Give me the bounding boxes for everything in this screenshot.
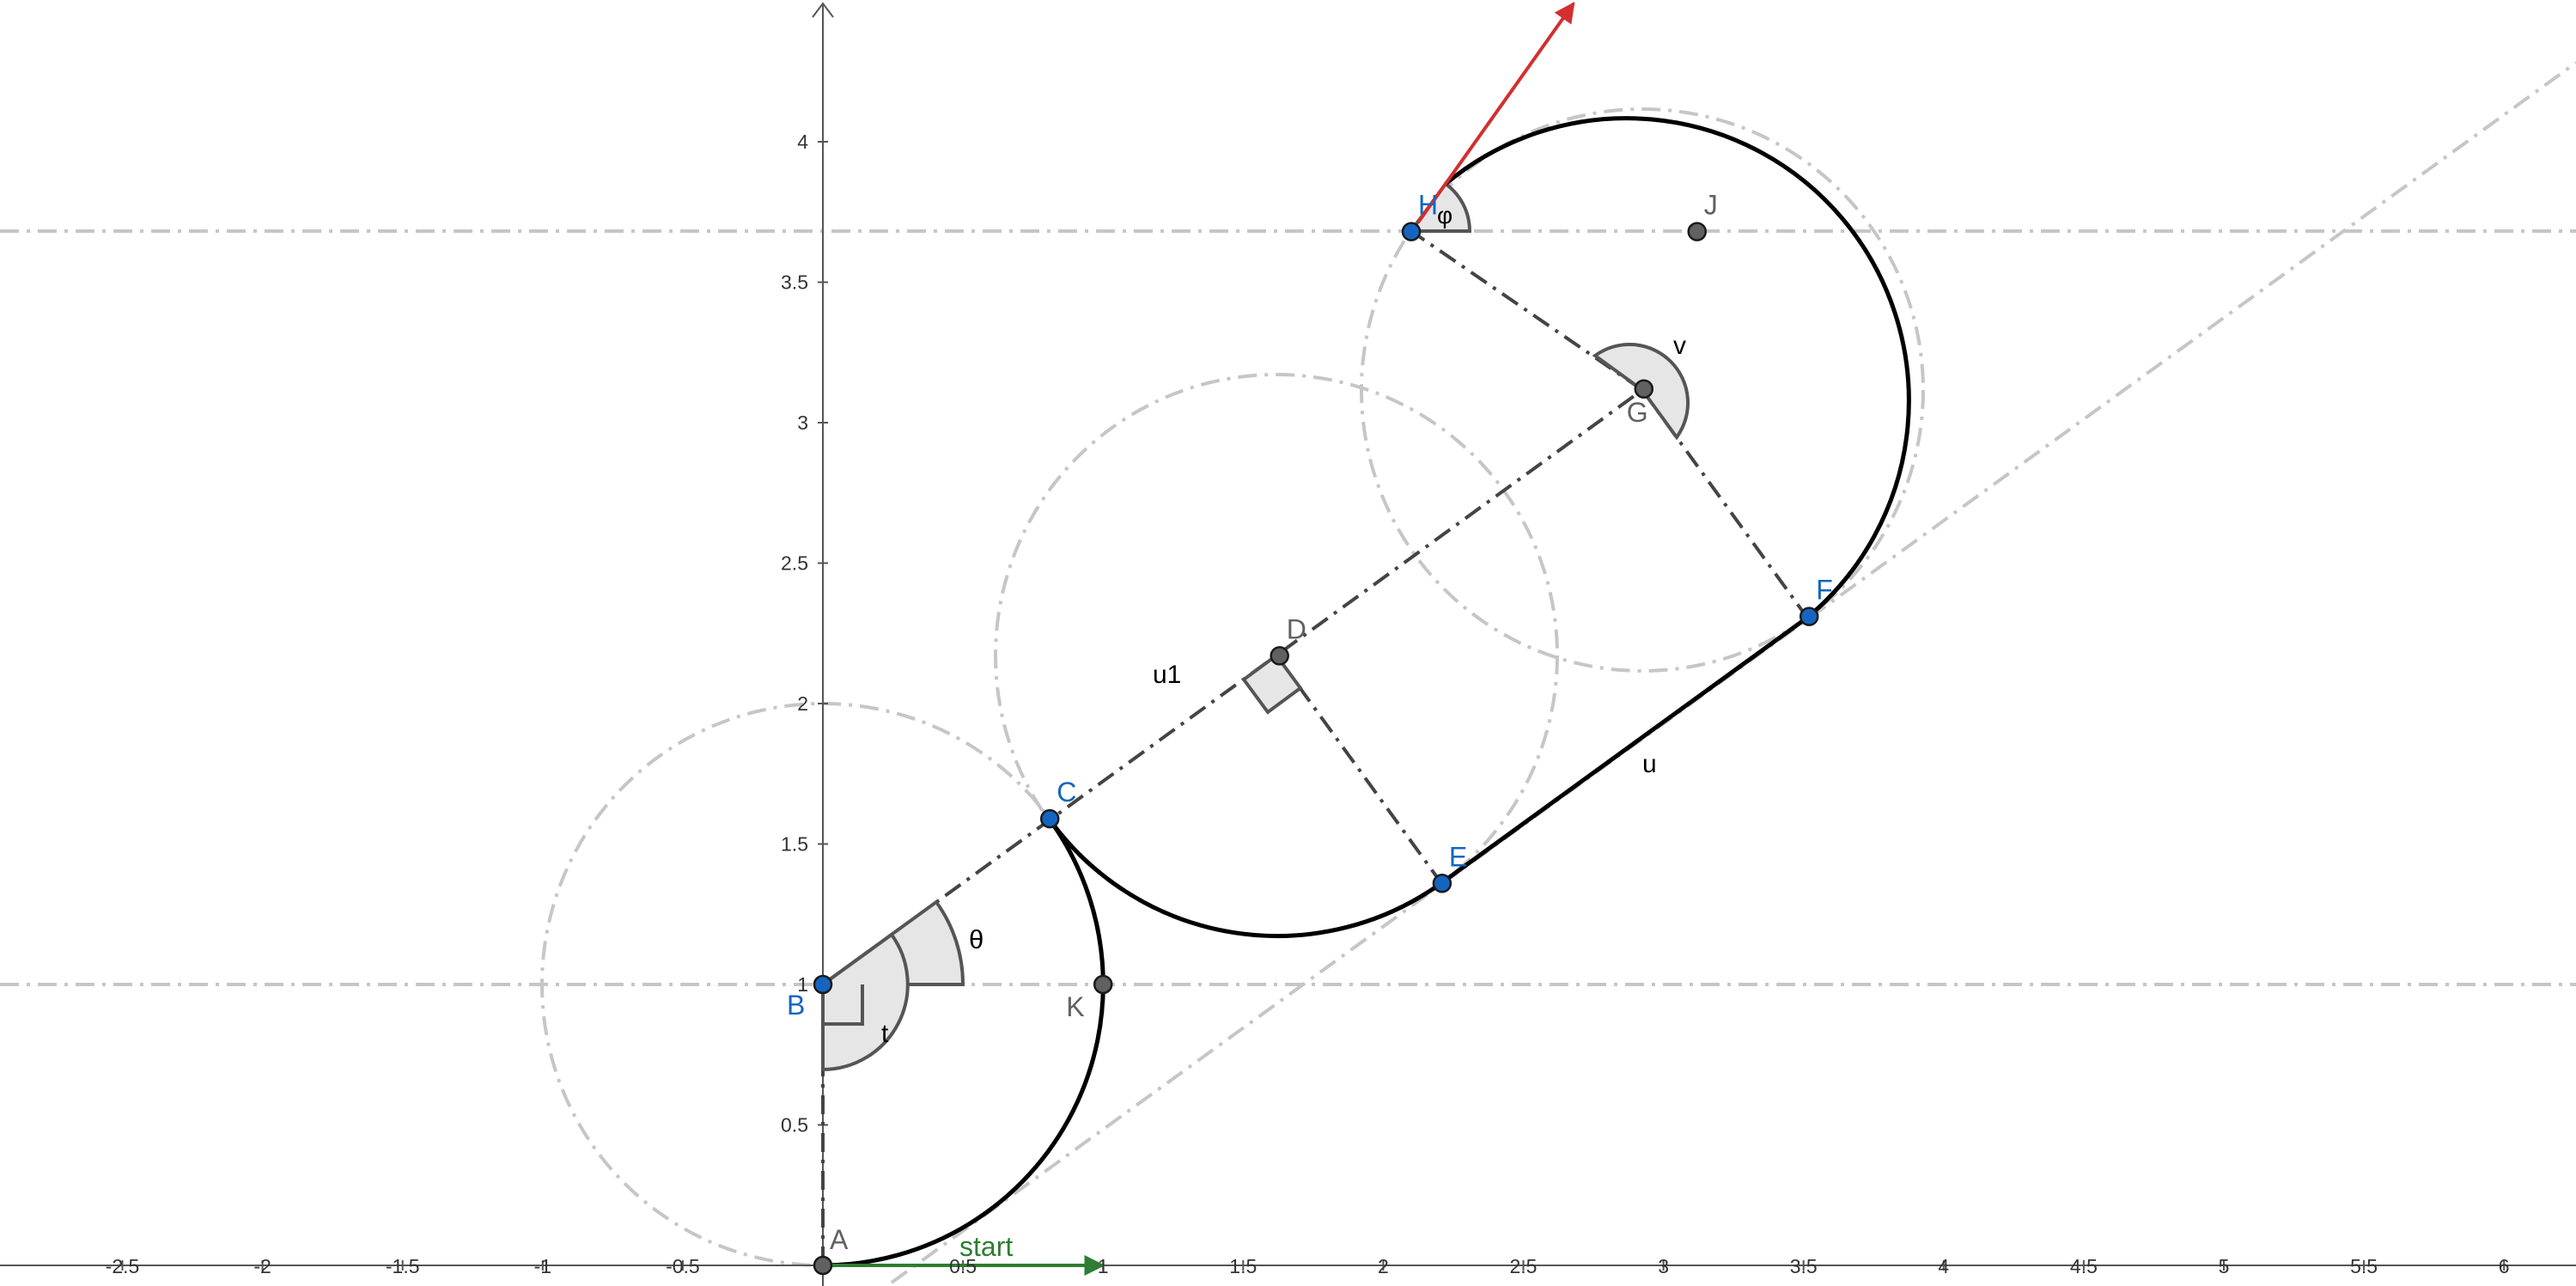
y-tick-label: 4 [797, 131, 808, 153]
label-phi: φ [1437, 202, 1452, 229]
tangent-extension-line [890, 61, 2576, 1284]
point-label-d: D [1287, 613, 1306, 644]
circle-around-d [994, 373, 1559, 938]
point-e[interactable] [1432, 874, 1452, 893]
y-tick-label: 2 [797, 692, 808, 715]
x-tick-label: -0.5 [666, 1255, 700, 1277]
label-u1: u1 [1153, 661, 1181, 689]
label-theta: θ [969, 924, 984, 954]
point-j[interactable] [1687, 222, 1707, 241]
x-tick-label: 6 [2499, 1255, 2510, 1277]
y-tick-label: 3.5 [781, 271, 808, 294]
label-t: t [881, 1020, 889, 1048]
angle-t [821, 932, 910, 1072]
point-label-c: C [1057, 777, 1076, 808]
point-f[interactable] [1799, 606, 1819, 626]
right-angle-b [823, 984, 864, 1026]
point-c[interactable] [1039, 808, 1060, 829]
right-angle-d [1241, 653, 1303, 715]
y-tick-label: 2.5 [781, 552, 808, 575]
point-k[interactable] [1093, 974, 1113, 995]
y-tick-label: 0.5 [781, 1114, 808, 1137]
point-label-f: F [1816, 575, 1833, 606]
label-v: v [1673, 332, 1686, 360]
point-label-b: B [787, 990, 805, 1021]
point-label-j: J [1704, 190, 1718, 221]
points-layer: A B C D E F G H J K [787, 190, 1833, 1276]
point-label-e: E [1449, 841, 1467, 872]
path-curve [822, 116, 1911, 1268]
y-tick-label: 3 [797, 411, 808, 434]
angle-markers [817, 181, 1690, 1072]
annotation-labels: θ t u1 u v φ start [881, 202, 1686, 1262]
x-tick-label: 0.5 [949, 1255, 977, 1277]
x-tick-label: -1 [534, 1255, 551, 1277]
y-tick-label: 1 [797, 973, 808, 996]
x-tick-label: 4.5 [2070, 1255, 2098, 1277]
y-axis-arrow [812, 2, 834, 18]
x-tick-label: -1.5 [386, 1255, 420, 1277]
x-tick-label: -2.5 [106, 1255, 140, 1277]
segment-d-e [1275, 654, 1443, 885]
tick-labels: -2.5 -2 -1.5 -1 -0.5 0.5 1 1.5 2 2.5 3 3.5 4 4.5 5 5.5 6… [106, 131, 2510, 1277]
x-tick-label: 2 [1378, 1255, 1389, 1277]
arc-a-to-c [822, 818, 1105, 1268]
arc-f-to-h [1444, 116, 1911, 619]
x-tick-label: 3.5 [1790, 1255, 1818, 1277]
arc-c-to-e [1047, 818, 1443, 939]
direction-vector [1435, 2, 1575, 198]
x-tick-label: 3 [1658, 1255, 1669, 1277]
y-tick-label: 1.5 [781, 833, 808, 856]
point-label-a: A [830, 1224, 849, 1255]
direction-vector-stub [1416, 194, 1439, 224]
vectors [823, 2, 1575, 1276]
point-a[interactable] [813, 1255, 833, 1276]
point-b[interactable] [813, 974, 833, 995]
x-tick-label: 1 [1098, 1255, 1109, 1277]
point-h[interactable] [1401, 222, 1422, 241]
point-label-g: G [1627, 397, 1648, 428]
x-tick-label: 5.5 [2350, 1255, 2378, 1277]
x-tick-label: 2.5 [1510, 1255, 1538, 1277]
x-tick-label: 5 [2219, 1255, 2230, 1277]
point-label-k: K [1066, 991, 1084, 1022]
segment-u [1440, 615, 1809, 886]
angle-v [1592, 343, 1690, 441]
label-u: u [1642, 750, 1657, 778]
point-g[interactable] [1634, 379, 1654, 399]
x-tick-label: 1.5 [1229, 1255, 1257, 1277]
x-tick-label: 4 [1938, 1255, 1949, 1277]
point-d[interactable] [1270, 646, 1289, 666]
circle-around-g [1360, 107, 1925, 673]
point-label-h: H [1418, 190, 1438, 221]
segment-b-g [821, 388, 1644, 986]
label-start: start [959, 1231, 1013, 1262]
x-tick-label: -2 [253, 1255, 271, 1277]
